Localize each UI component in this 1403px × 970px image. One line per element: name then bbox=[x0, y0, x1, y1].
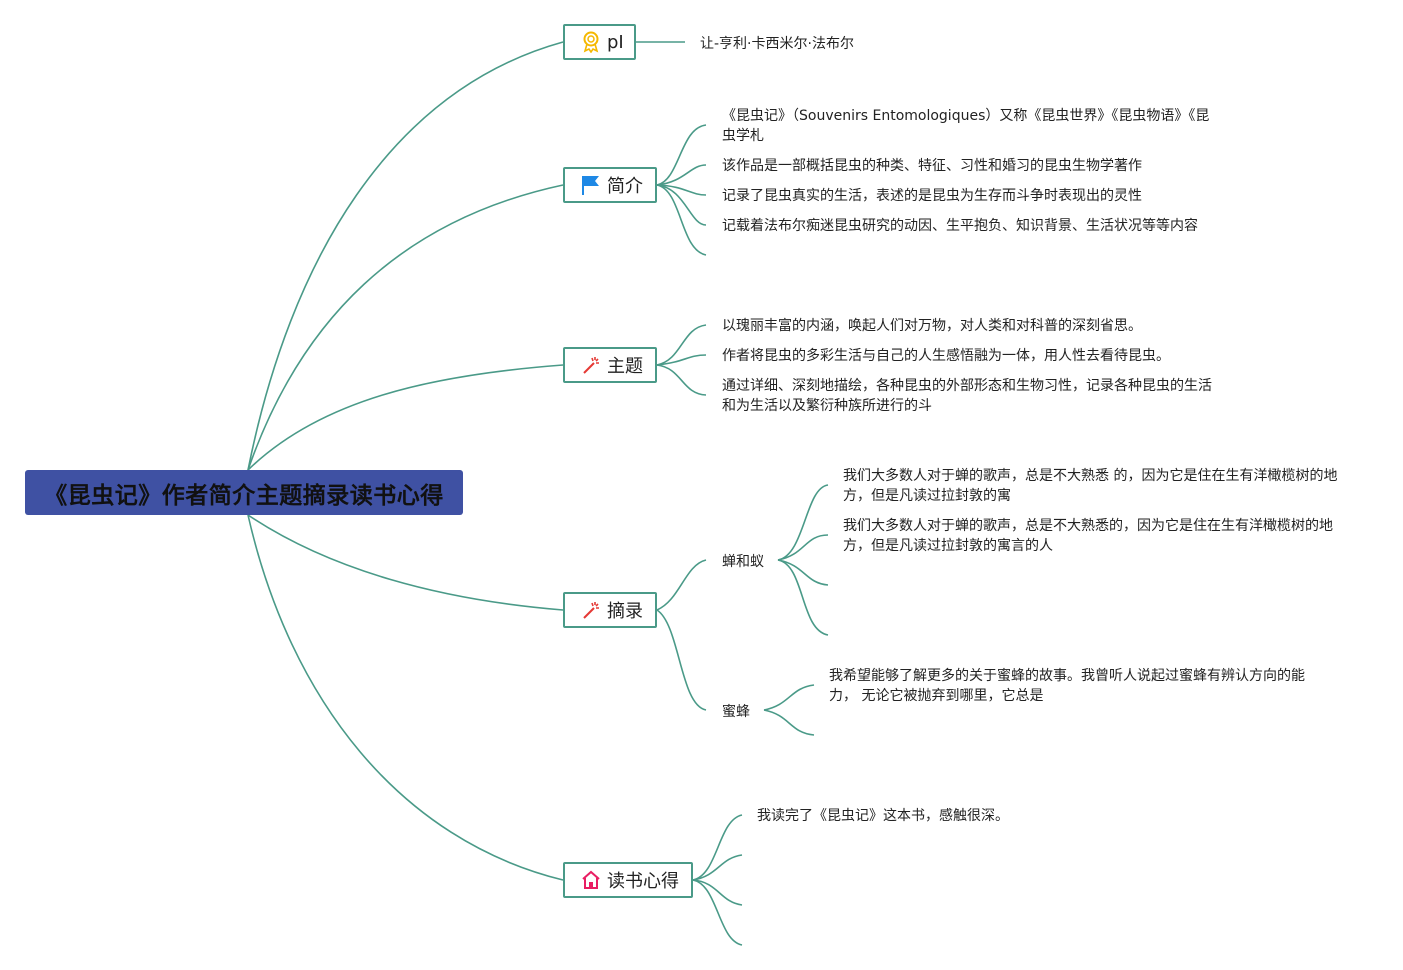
blue-flag-icon bbox=[581, 174, 601, 196]
topic-intro-4[interactable]: 记载着法布尔痴迷昆虫研究的动因、生平抱负、知识背景、生活状况等等内容 bbox=[722, 218, 1198, 234]
branch-author-label: pI bbox=[607, 31, 624, 53]
central-topic-label: 《昆虫记》作者简介主题摘录读书心得 bbox=[44, 482, 444, 509]
topic-intro-2[interactable]: 该作品是一部概括昆虫的种类、特征、习性和婚习的昆虫生物学著作 bbox=[722, 158, 1142, 174]
topic-bee-1[interactable]: 我希望能够了解更多的关于蜜蜂的故事。我曾听人说起过蜜蜂有辨认方向的能力， 无论它… bbox=[829, 668, 1305, 704]
topic-cicada-1[interactable]: 我们大多数人对于蝉的歌声，总是不大熟悉 的，因为它是住在生有洋橄榄树的地方，但是… bbox=[843, 468, 1338, 504]
branch-excerpt[interactable]: 摘录 bbox=[563, 592, 657, 628]
branch-theme-label: 主题 bbox=[607, 356, 643, 377]
home-icon bbox=[581, 869, 601, 891]
topic-theme-3[interactable]: 通过详细、深刻地描绘，各种昆虫的外部形态和生物习性，记录各种昆虫的生活和为生活以… bbox=[722, 378, 1212, 414]
branch-intro[interactable]: 简介 bbox=[563, 167, 657, 203]
topic-cicada-2[interactable]: 我们大多数人对于蝉的歌声，总是不大熟悉的，因为它是住在生有洋橄榄树的地方，但是凡… bbox=[843, 518, 1333, 554]
magic-wand-icon bbox=[581, 354, 601, 376]
topic-intro-3[interactable]: 记录了昆虫真实的生活，表述的是昆虫为生存而斗争时表现出的灵性 bbox=[722, 188, 1142, 204]
central-topic[interactable]: 《昆虫记》作者简介主题摘录读书心得 bbox=[25, 470, 463, 515]
topic-theme-2[interactable]: 作者将昆虫的多彩生活与自己的人生感悟融为一体，用人性去看待昆虫。 bbox=[722, 348, 1170, 364]
award-ribbon-icon bbox=[581, 31, 601, 53]
topic-intro-1[interactable]: 《昆虫记》（Souvenirs Entomologiques）又称《昆虫世界》《… bbox=[722, 108, 1210, 144]
subtopic-bee[interactable]: 蜜蜂 bbox=[722, 704, 750, 720]
topic-author-name[interactable]: 让-亨利·卡西米尔·法布尔 bbox=[700, 36, 854, 52]
topic-reflection-1[interactable]: 我读完了《昆虫记》这本书，感触很深。 bbox=[757, 808, 1009, 824]
branch-reflection[interactable]: 读书心得 bbox=[563, 862, 693, 898]
topic-theme-1[interactable]: 以瑰丽丰富的内涵，唤起人们对万物，对人类和对科普的深刻省思。 bbox=[722, 318, 1142, 334]
branch-author[interactable]: pI bbox=[563, 24, 636, 60]
subtopic-cicada-ant[interactable]: 蝉和蚁 bbox=[722, 554, 764, 570]
branch-intro-label: 简介 bbox=[607, 176, 643, 197]
branch-reflection-label: 读书心得 bbox=[607, 871, 679, 892]
magic-wand-icon bbox=[581, 599, 601, 621]
branch-theme[interactable]: 主题 bbox=[563, 347, 657, 383]
branch-excerpt-label: 摘录 bbox=[607, 601, 643, 622]
